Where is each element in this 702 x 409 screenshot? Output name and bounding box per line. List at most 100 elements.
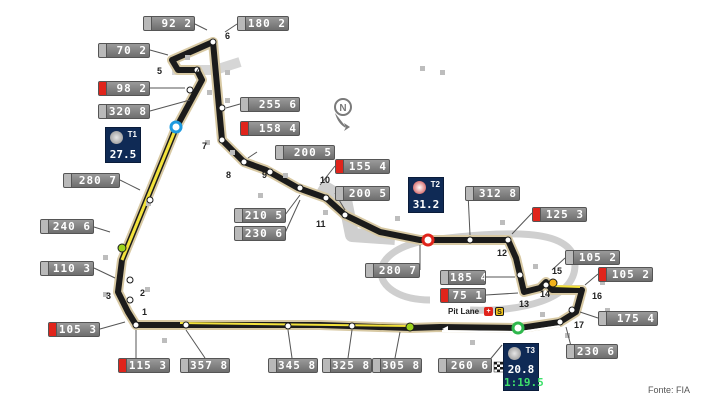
turn-11: 11: [316, 219, 326, 229]
speed-value: 357 8: [190, 359, 229, 372]
speed-value: 75 1: [452, 289, 483, 302]
speed-value: 105 2: [611, 268, 650, 281]
sector-1-box: T1 27.5: [105, 127, 141, 163]
sector1-marker: [169, 120, 183, 134]
speed-t11: 200 5: [335, 186, 390, 201]
speed-value: 305 8: [382, 359, 421, 372]
speed-value: 158 4: [258, 122, 297, 135]
speed-value: 345 8: [278, 359, 317, 372]
speed-t1-trap: 280 7: [63, 173, 120, 188]
mercedes-logo-icon: [413, 181, 426, 194]
turn-10: 10: [320, 175, 331, 185]
pit-s-badge: S: [495, 307, 504, 316]
pit-lane-label: Pit Lane: [448, 307, 480, 316]
leader-lines: [93, 23, 599, 363]
turn-1: 1: [142, 307, 148, 317]
speed-t6-right: 180 2: [237, 16, 289, 31]
sector-time: 27.5: [109, 148, 137, 161]
turn-16: 16: [592, 291, 603, 301]
speed-value: 70 2: [116, 44, 147, 57]
speed-value: 280 7: [378, 264, 417, 277]
turn-5: 5: [157, 66, 163, 76]
lap-time: 1:19.5: [504, 376, 544, 389]
marker-dots: [103, 55, 610, 345]
speed-trap-green-2: [405, 322, 415, 332]
speed-value: 105 2: [578, 251, 617, 264]
speed-value: 185 4: [450, 271, 486, 284]
speed-straight-1: 357 8: [180, 358, 230, 373]
speed-value: 180 2: [247, 17, 286, 30]
source-credit: Fonte: FIA: [647, 385, 690, 395]
speed-t6-left: 92 2: [143, 16, 195, 31]
speed-t12-low: 280 7: [365, 263, 420, 278]
speed-back-straight: 240 6: [40, 219, 94, 234]
speed-value: 320 8: [108, 105, 147, 118]
pit-arrow-icon: [442, 326, 448, 332]
speed-value: 210 5: [244, 209, 283, 222]
speed-value: 155 4: [348, 160, 387, 173]
turn-4: 4: [196, 66, 202, 76]
speed-t1: 115 3: [118, 358, 170, 373]
speed-t13: 185 4: [440, 270, 486, 285]
sector-time: 31.2: [412, 198, 440, 211]
speed-t15: 105 2: [565, 250, 620, 265]
speed-t10: 155 4: [335, 159, 390, 174]
track-edge: [113, 37, 587, 333]
speed-value: 255 6: [258, 98, 297, 111]
speed-t9-low1: 210 5: [234, 208, 286, 223]
track-surface: [115, 39, 585, 331]
speed-straight-3: 325 8: [322, 358, 372, 373]
sector-label: T2: [430, 180, 440, 189]
speed-value: 260 6: [450, 359, 489, 372]
speed-value: 312 8: [478, 187, 517, 200]
speed-value: 92 2: [161, 17, 192, 30]
turn-7: 7: [202, 141, 208, 151]
sector3-marker: [511, 321, 525, 335]
speed-t4: 98 2: [98, 81, 150, 96]
speed-value: 240 6: [52, 220, 91, 233]
sector-3-box: T3 20.8 1:19.5: [503, 343, 544, 391]
turn-12: 12: [497, 248, 508, 258]
speed-value: 230 6: [244, 227, 283, 240]
sector-label: T1: [127, 130, 137, 139]
turn-13: 13: [519, 299, 530, 309]
sector-time: 20.8: [507, 363, 535, 376]
pit-plus-badge: +: [484, 307, 493, 316]
speed-value: 230 6: [576, 345, 615, 358]
speed-straight-4: 305 8: [372, 358, 422, 373]
checkered-flag-icon: [493, 361, 507, 373]
speed-t6-exit: 255 6: [240, 97, 300, 112]
turn-3: 3: [106, 291, 112, 301]
speed-t7: 158 4: [240, 121, 300, 136]
drs-zone-t15: [551, 285, 581, 288]
speed-t12-top: 312 8: [465, 186, 520, 201]
speed-finish: 260 6: [438, 358, 492, 373]
turn-2: 2: [140, 288, 146, 298]
speed-value: 280 7: [78, 174, 117, 187]
sector2-marker: [421, 233, 435, 247]
turn-14: 14: [540, 289, 551, 299]
compass-north-icon: N: [334, 98, 352, 131]
speed-value: 200 5: [348, 187, 387, 200]
speed-value: 325 8: [332, 359, 371, 372]
speed-value: 175 4: [616, 312, 655, 325]
track-points: [126, 38, 576, 330]
speed-trap-green-1: [117, 243, 127, 253]
speed-straight-2: 345 8: [268, 358, 318, 373]
drs-zone-main: [179, 322, 411, 327]
turn-8: 8: [226, 170, 232, 180]
speed-t4-out: 320 8: [98, 104, 150, 119]
svg-text:N: N: [339, 103, 346, 114]
drs-zone-back: [120, 127, 178, 261]
speed-t17-low: 230 6: [566, 344, 618, 359]
speed-value: 125 3: [545, 208, 584, 221]
speed-t12: 125 3: [532, 207, 587, 222]
speed-value: 110 3: [52, 262, 91, 275]
sector-label: T3: [525, 346, 535, 355]
speed-t3: 105 3: [48, 322, 100, 337]
speed-t17: 175 4: [598, 311, 658, 326]
speed-value: 200 5: [293, 146, 332, 159]
speed-t9-low2: 230 6: [234, 226, 286, 241]
